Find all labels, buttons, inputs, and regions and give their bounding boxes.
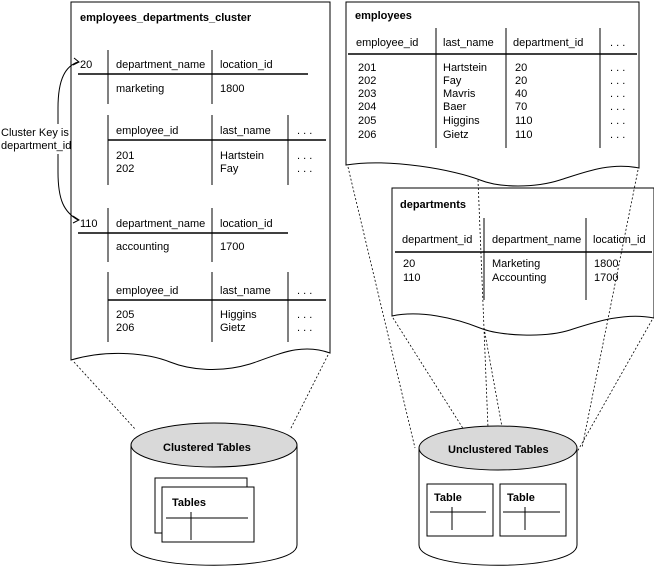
dept-header-location: location_id — [220, 59, 273, 71]
cluster-group-110: 110 department_name location_id accounti… — [78, 208, 326, 342]
employees-cell: . . . — [610, 88, 625, 100]
departments-paper-outline — [391, 187, 654, 336]
employees-cell: Mavris — [443, 88, 476, 100]
cluster-key-value: 20 — [80, 59, 92, 71]
departments-cell: Marketing — [492, 258, 540, 270]
cluster-title: employees_departments_cluster — [80, 12, 252, 24]
unclustered-tables-cylinder: Unclustered Tables Table Table — [418, 425, 578, 566]
departments-header: location_id — [593, 234, 646, 246]
employees-header: department_id — [513, 37, 583, 49]
employees-title: employees — [355, 10, 412, 22]
emp-header-name: last_name — [220, 125, 271, 137]
dept-header-name: department_name — [116, 59, 205, 71]
employees-cell: Fay — [443, 75, 462, 87]
emp-header-id: employee_id — [116, 285, 178, 297]
employees-cell: 204 — [358, 101, 376, 113]
emp-header-name: last_name — [220, 285, 271, 297]
emp-row-name: Higgins — [220, 309, 257, 321]
unclustered-tables-label: Unclustered Tables — [448, 444, 549, 456]
dept-row-name: accounting — [116, 241, 169, 253]
cluster-key-annotation: Cluster Key is department_id — [0, 57, 80, 224]
cluster-paper: employees_departments_cluster 20 departm… — [70, 1, 331, 370]
employees-cell: 201 — [358, 62, 376, 74]
employees-cell: Hartstein — [443, 62, 487, 74]
employees-header: last_name — [443, 37, 494, 49]
employees-cell: 110 — [515, 115, 533, 127]
emp-row-more: . . . — [297, 309, 312, 321]
emp-row-id: 202 — [116, 163, 134, 175]
employees-cell: 110 — [515, 129, 533, 141]
employees-cell: . . . — [610, 101, 625, 113]
dept-header-name: department_name — [116, 218, 205, 230]
emp-row-more: . . . — [297, 322, 312, 334]
emp-row-name: Gietz — [220, 322, 246, 334]
employees-cell: 20 — [515, 75, 527, 87]
cluster-key-value: 110 — [80, 218, 98, 230]
clustered-tables-table-label: Tables — [172, 497, 206, 509]
employees-cell: 202 — [358, 75, 376, 87]
employees-header: employee_id — [356, 37, 418, 49]
clustered-tables-cylinder: Clustered Tables Tables — [130, 422, 298, 566]
emp-header-more: . . . — [297, 125, 312, 137]
employees-cell: Gietz — [443, 129, 469, 141]
cluster-key-label: department_id — [1, 140, 71, 152]
cluster-group-20: 20 department_name location_id marketing… — [78, 50, 326, 185]
cluster-paper-outline — [70, 1, 331, 370]
employees-header: . . . — [610, 37, 625, 49]
clustered-tables-label: Clustered Tables — [163, 442, 251, 454]
employees-cell: Higgins — [443, 115, 480, 127]
departments-title: departments — [400, 199, 466, 211]
employees-cell: 203 — [358, 88, 376, 100]
employees-cell: 206 — [358, 129, 376, 141]
departments-paper: departments department_id department_nam… — [391, 187, 654, 336]
emp-row-name: Hartstein — [220, 150, 264, 162]
departments-cell: 1800 — [594, 258, 618, 270]
departments-header: department_id — [402, 234, 472, 246]
emp-row-id: 201 — [116, 150, 134, 162]
employees-cell: 70 — [515, 101, 527, 113]
cluster-key-label: Cluster Key is — [1, 127, 69, 139]
dept-row-location: 1700 — [220, 241, 244, 253]
employees-cell: 205 — [358, 115, 376, 127]
employees-cell: Baer — [443, 101, 467, 113]
employees-paper: employees employee_id last_name departme… — [345, 1, 640, 187]
dept-row-location: 1800 — [220, 83, 244, 95]
employees-cell: . . . — [610, 129, 625, 141]
employees-cell: . . . — [610, 75, 625, 87]
departments-cell: 1700 — [594, 272, 618, 284]
emp-row-more: . . . — [297, 150, 312, 162]
emp-row-id: 206 — [116, 322, 134, 334]
departments-cell: 20 — [403, 258, 415, 270]
unclustered-table-label-1: Table — [434, 492, 462, 504]
employees-cell: . . . — [610, 62, 625, 74]
employees-cell: 40 — [515, 88, 527, 100]
emp-row-id: 205 — [116, 309, 134, 321]
emp-row-more: . . . — [297, 163, 312, 175]
employees-paper-outline — [345, 1, 640, 187]
employees-cell: 20 — [515, 62, 527, 74]
dept-row-name: marketing — [116, 83, 164, 95]
departments-cell: 110 — [403, 272, 421, 284]
emp-row-name: Fay — [220, 163, 239, 175]
unclustered-table-label-2: Table — [507, 492, 535, 504]
emp-header-id: employee_id — [116, 125, 178, 137]
departments-cell: Accounting — [492, 272, 546, 284]
employees-cell: . . . — [610, 115, 625, 127]
dept-header-location: location_id — [220, 218, 273, 230]
departments-header: department_name — [492, 234, 581, 246]
emp-header-more: . . . — [297, 285, 312, 297]
